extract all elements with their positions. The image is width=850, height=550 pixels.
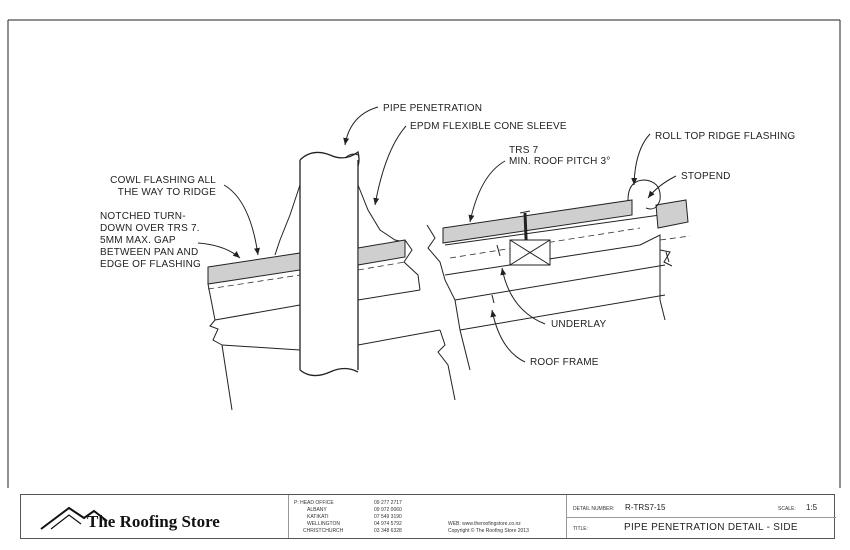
right-frame-mid [454,264,666,301]
sleeve-left [274,184,301,256]
label-roll-top-ridge: ROLL TOP RIDGE FLASHING [655,131,795,142]
middle-underlay-dash [357,261,406,271]
contact-city: WELLINGTON [307,521,340,527]
contact-list: P: HEAD OFFICE 09 277 2717 ALBANY 09 972… [289,495,439,538]
pipe-penetration-drawing: PIPE PENETRATION EPDM FLEXIBLE CONE SLEE… [7,19,841,488]
title-block: The Roofing Store P: HEAD OFFICE 09 277 … [20,494,836,539]
label-stopend: STOPEND [681,171,731,182]
right-underlay-dash [449,227,641,259]
label-notched-line2: DOWN OVER TRS 7. [100,223,200,234]
label-roof-frame: ROOF FRAME [530,357,599,368]
leader-trs7 [468,160,506,223]
leader-epdm-sleeve [373,125,407,206]
right-frame-lower [459,294,666,331]
labels: PIPE PENETRATION EPDM FLEXIBLE CONE SLEE… [100,103,795,368]
middle-roof-section [357,224,471,401]
leader-roll-top [631,133,651,186]
middle-roofing-sheet [357,239,406,266]
label-pipe-penetration: PIPE PENETRATION [383,103,482,114]
far-side-dash [659,235,691,241]
contact-phone: 04 974 5792 [374,521,402,527]
left-underlay-dash [207,274,301,290]
contact-phone: 09 972 0060 [374,507,402,513]
label-epdm-sleeve: EPDM FLEXIBLE CONE SLEEVE [410,121,567,132]
leader-cowl-flashing [223,184,260,256]
leader-notched [197,242,241,259]
right-roof-section [442,179,691,331]
left-break-symbol [209,319,223,346]
label-underlay: UNDERLAY [551,319,606,330]
label-notched-line1: NOTCHED TURN- [100,211,186,222]
middle-break-left [403,239,421,291]
website-text: WEB: www.theroofingstore.co.nz [448,521,521,527]
sleeve-right [357,184,406,243]
leader-lines [197,106,677,363]
pipe-top-break [299,150,360,167]
leader-stopend [647,175,677,199]
roof-logo-icon [40,506,108,530]
label-cowl-line1: COWL FLASHING ALL [110,175,216,186]
drawing-title: PIPE PENETRATION DETAIL - SIDE [624,522,798,533]
leader-pipe-penetration [343,106,379,146]
leader-underlay [500,267,546,325]
scale-label: SCALE: [778,506,796,512]
right-roofing-sheet [442,199,633,244]
middle-frame-line [357,329,441,346]
label-cowl-line2: THE WAY TO RIDGE [118,187,216,198]
left-roof-section [207,252,301,411]
web-info: WEB: www.theroofingstore.co.nz Copyright… [439,495,567,538]
label-min-roof-pitch: MIN. ROOF PITCH 3° [509,156,611,167]
middle-break-right [426,224,471,371]
scale-value: 1:5 [806,503,818,512]
pipe-bottom-break [299,367,359,377]
label-notched-line5: EDGE OF FLASHING [100,259,201,270]
left-frame-top [214,304,301,321]
left-frame-lower [221,344,233,411]
contact-phone: 09 277 2717 [374,500,402,506]
contact-city: ALBANY [307,507,327,513]
company-logo-section: The Roofing Store [21,495,289,538]
detail-number-label: DETAIL NUMBER: [573,506,615,512]
left-roofing-sheet [207,252,301,285]
title-label: TITLE: [573,526,589,532]
roll-top-flashing [627,179,661,210]
label-trs7: TRS 7 [509,145,539,156]
left-frame-edge [207,283,216,321]
contact-phone: 07 549 3190 [374,514,402,520]
right-sheet-base [444,214,661,246]
company-name: The Roofing Store [87,512,220,531]
contact-city: KATIKATI [307,514,329,520]
detail-number: R-TRS7-15 [625,503,666,512]
label-notched-line4: BETWEEN PAN AND [100,247,198,258]
middle-break-lower [437,329,456,401]
middle-frame-top [357,289,421,301]
contact-city: P: HEAD OFFICE [294,500,334,506]
far-side-sheet [655,199,689,229]
label-notched-line3: 5MM MAX. GAP [100,235,176,246]
contact-city: CHRISTCHURCH [303,528,344,534]
detail-info: DETAIL NUMBER: R-TRS7-15 SCALE: 1:5 TITL… [567,495,836,538]
detail-divider [567,517,836,518]
contact-phone: 03 348 6328 [374,528,402,534]
ridge-edge [639,234,666,321]
pipe [299,150,360,377]
leader-roof-frame [490,309,526,363]
left-frame-line [221,344,301,351]
copyright-text: Copyright © The Roofing Store 2013 [448,528,529,534]
